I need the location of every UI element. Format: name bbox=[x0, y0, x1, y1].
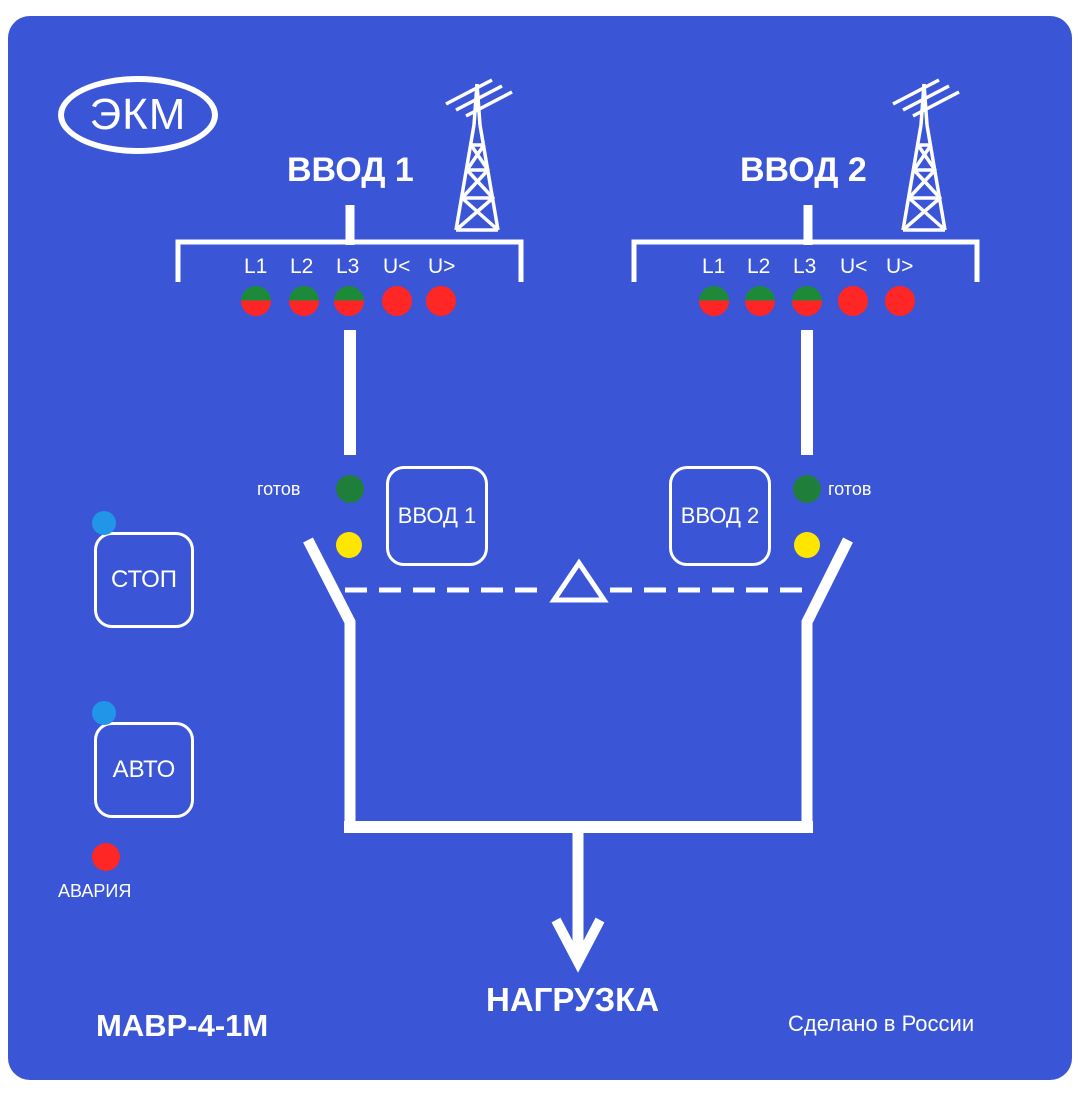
made-in-russia: Сделано в России bbox=[788, 1011, 975, 1036]
input-1-undervoltage-led bbox=[382, 286, 412, 316]
input-1-button[interactable]: ВВОД 1 bbox=[386, 466, 488, 566]
input-2-switch-led bbox=[794, 532, 820, 558]
stop-indicator-led bbox=[92, 511, 116, 535]
input-1-label-l1: L1 bbox=[244, 255, 268, 278]
input-1-ready-label: готов bbox=[257, 479, 301, 499]
input-1-overvoltage-led bbox=[426, 286, 456, 316]
input-1-label-overvoltage: U> bbox=[428, 255, 456, 278]
input-2-title: ВВОД 2 bbox=[740, 151, 867, 189]
input-2-l1-led bbox=[699, 286, 729, 316]
input-1-label-l2: L2 bbox=[290, 255, 314, 278]
alarm-label: АВАРИЯ bbox=[58, 881, 132, 901]
input-2-l2-led bbox=[745, 286, 775, 316]
input-2-l3-led bbox=[792, 286, 822, 316]
ekm-logo: ЭКМ bbox=[58, 76, 218, 154]
input-1-l3-led bbox=[334, 286, 364, 316]
input-1-label-undervoltage: U< bbox=[383, 255, 411, 278]
interlock-triangle-icon bbox=[549, 558, 609, 603]
input-2-label-undervoltage: U< bbox=[840, 255, 868, 278]
switch-2-blade bbox=[801, 537, 853, 827]
input-2-label-l3: L3 bbox=[793, 255, 817, 278]
input-2-ready-label: готов bbox=[828, 479, 872, 499]
alarm-led bbox=[92, 843, 120, 871]
input-1-l1-led bbox=[241, 286, 271, 316]
input-1-bracket bbox=[175, 239, 524, 282]
switch-1-blade bbox=[303, 537, 356, 827]
input-1-title: ВВОД 1 bbox=[287, 151, 414, 189]
input-2-button[interactable]: ВВОД 2 bbox=[669, 466, 771, 566]
input-1-switch-led bbox=[336, 532, 362, 558]
input-1-l2-led bbox=[289, 286, 319, 316]
input-1-label-l3: L3 bbox=[336, 255, 360, 278]
input-2-overvoltage-led bbox=[885, 286, 915, 316]
input-2-undervoltage-led bbox=[838, 286, 868, 316]
auto-indicator-led bbox=[92, 701, 116, 725]
power-tower-icon bbox=[892, 78, 960, 232]
input-2-bracket bbox=[631, 239, 980, 282]
logo-text: ЭКМ bbox=[89, 90, 187, 139]
input-2-label-l1: L1 bbox=[702, 255, 726, 278]
load-arrow-head bbox=[551, 917, 605, 973]
input-2-ready-led bbox=[793, 475, 821, 503]
model-name: МАВР-4-1М bbox=[96, 1008, 269, 1043]
input-1-ready-led bbox=[336, 475, 364, 503]
power-tower-icon bbox=[445, 78, 513, 232]
load-label: НАГРУЗКА bbox=[486, 981, 660, 1018]
input-2-label-overvoltage: U> bbox=[886, 255, 914, 278]
input-2-label-l2: L2 bbox=[747, 255, 771, 278]
auto-button[interactable]: АВТО bbox=[94, 722, 194, 818]
stop-button[interactable]: СТОП bbox=[94, 532, 194, 628]
